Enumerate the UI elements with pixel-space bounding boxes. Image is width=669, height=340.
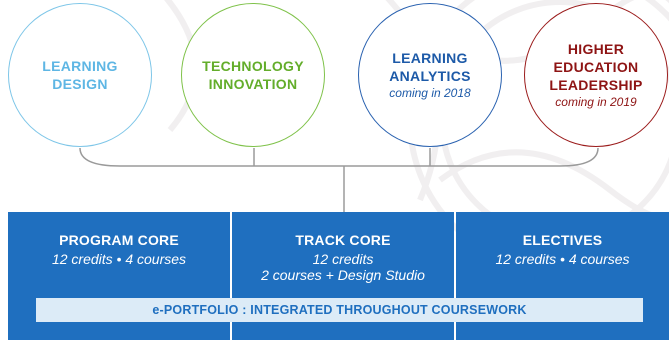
track-circle-learning-analytics: LEARNING ANALYTICS coming in 2018 (358, 3, 502, 147)
track-title: LEARNING DESIGN (42, 58, 118, 92)
track-subtitle: coming in 2018 (389, 86, 471, 100)
component-title: PROGRAM CORE (59, 232, 179, 248)
component-detail: 12 credits • 4 courses (51, 251, 187, 267)
component-detail: 12 credits (312, 251, 374, 267)
component-title: TRACK CORE (295, 232, 391, 248)
component-title: ELECTIVES (522, 232, 603, 248)
track-title: HIGHER EDUCATION LEADERSHIP (549, 41, 643, 93)
track-title: TECHNOLOGY INNOVATION (202, 58, 304, 92)
component-detail: 12 credits • 4 courses (495, 251, 630, 267)
track-circle-higher-education-leadership: HIGHER EDUCATION LEADERSHIP coming in 20… (524, 3, 668, 147)
component-detail: 2 courses + Design Studio (261, 267, 425, 283)
track-circle-learning-design: LEARNING DESIGN (8, 3, 152, 147)
track-subtitle: coming in 2019 (555, 95, 637, 109)
track-title: LEARNING ANALYTICS (389, 50, 471, 84)
track-circle-technology-innovation: TECHNOLOGY INNOVATION (181, 3, 325, 147)
eportfolio-band: e-PORTFOLIO : INTEGRATED THROUGHOUT COUR… (36, 298, 643, 322)
